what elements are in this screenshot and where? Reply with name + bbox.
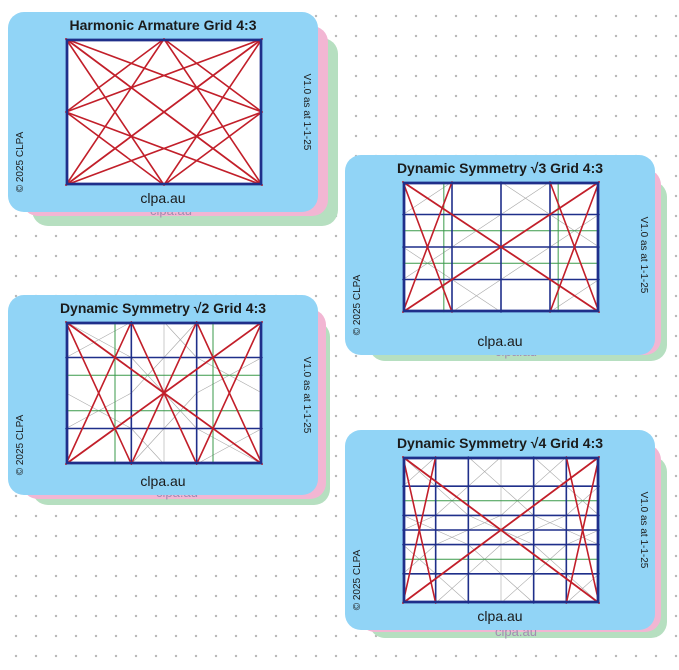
reciprocal-line (65, 321, 133, 465)
main-diagonal (402, 181, 600, 313)
root2-grid (65, 321, 263, 465)
grid-frame-outline (65, 38, 263, 186)
reciprocal-line (130, 392, 165, 465)
card-copyright: © 2025 CLPA (352, 549, 363, 611)
grid-frame-outline (402, 456, 600, 604)
fine-diagonal (402, 515, 436, 531)
reciprocal-line (130, 321, 165, 394)
card-version: V1.0 as at 1-1-25 (638, 491, 649, 569)
card-stack-harmonic-armature: clpa.au Harmonic Armature Grid 4:3 clpa.… (8, 12, 348, 252)
card-harmonic-armature[interactable]: Harmonic Armature Grid 4:3 clpa.au © 202… (8, 12, 318, 212)
card-site-label: clpa.au (477, 608, 523, 624)
armature-line (163, 38, 263, 186)
card-title: Dynamic Symmetry √3 Grid 4:3 (396, 160, 604, 176)
fine-diagonal (533, 515, 567, 531)
card-site-label: clpa.au (140, 473, 186, 489)
armature-line (65, 38, 165, 186)
reciprocal-line (549, 181, 600, 313)
card-site-label: clpa.au (477, 333, 523, 349)
armature-line (65, 111, 165, 186)
card-dynamic-symmetry-root3[interactable]: Dynamic Symmetry √3 Grid 4:3 clpa.au © 2… (345, 155, 655, 355)
fine-diagonal (435, 529, 469, 545)
card-title: Dynamic Symmetry √2 Grid 4:3 (59, 300, 267, 316)
root4-grid (402, 456, 600, 604)
card-stack-root4: clpa.au Dynamic Symmetry √4 Grid 4:3 clp… (345, 430, 679, 670)
reciprocal-line (163, 392, 198, 465)
armature-line (163, 111, 263, 186)
card-stack-root2: clpa.au Dynamic Symmetry √2 Grid 4:3 clp… (8, 295, 348, 535)
card-copyright: © 2025 CLPA (15, 414, 26, 476)
card-stack-root3: clpa.au Dynamic Symmetry √3 Grid 4:3 clp… (345, 155, 679, 395)
main-diagonal (65, 38, 263, 186)
armature-line (65, 38, 165, 113)
card-copyright: © 2025 CLPA (15, 131, 26, 193)
reciprocal-line (195, 321, 263, 465)
card-site-label: clpa.au (140, 190, 186, 206)
reciprocal-line (402, 456, 437, 604)
reciprocal-line (565, 456, 600, 604)
main-diagonal (402, 456, 600, 604)
harmonic-armature-grid (65, 38, 263, 186)
fine-diagonal (468, 515, 502, 531)
card-version: V1.0 as at 1-1-25 (301, 73, 312, 151)
grid-frame-outline (402, 181, 600, 313)
fine-diagonal (196, 428, 263, 465)
card-title: Dynamic Symmetry √4 Grid 4:3 (396, 435, 604, 451)
card-dynamic-symmetry-root2[interactable]: Dynamic Symmetry √2 Grid 4:3 clpa.au © 2… (8, 295, 318, 495)
armature-line (163, 38, 263, 113)
grid-frame-outline (65, 321, 263, 465)
fine-diagonal (468, 456, 502, 487)
fine-diagonal (500, 573, 534, 604)
armature-line (65, 38, 263, 113)
root3-grid (402, 181, 600, 313)
card-version: V1.0 as at 1-1-25 (301, 356, 312, 434)
fine-diagonal (451, 279, 502, 313)
fine-diagonal (566, 529, 600, 545)
fine-diagonal (131, 428, 165, 465)
fine-diagonal (500, 529, 534, 545)
fine-diagonal (435, 573, 469, 604)
armature-line (65, 111, 263, 186)
card-copyright: © 2025 CLPA (352, 274, 363, 336)
fine-diagonal (65, 321, 132, 358)
fine-diagonal (500, 181, 551, 215)
fine-diagonal (533, 456, 567, 487)
reciprocal-line (163, 321, 198, 394)
card-title: Harmonic Armature Grid 4:3 (69, 17, 257, 33)
fine-diagonal (163, 321, 197, 358)
card-dynamic-symmetry-root4[interactable]: Dynamic Symmetry √4 Grid 4:3 clpa.au © 2… (345, 430, 655, 630)
card-version: V1.0 as at 1-1-25 (638, 216, 649, 294)
reciprocal-line (402, 181, 453, 313)
